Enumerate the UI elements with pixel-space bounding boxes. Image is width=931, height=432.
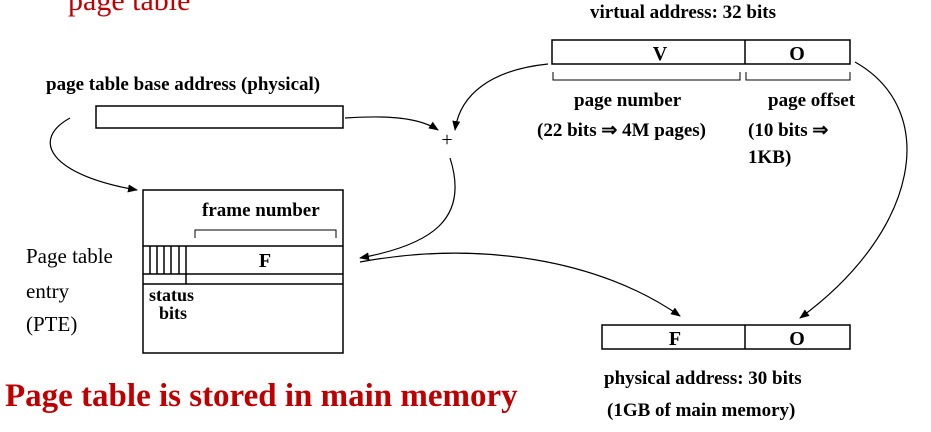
arrow-base-to-adder (344, 116, 439, 131)
adder-symbol: + (441, 129, 452, 151)
physical-field-f: F (669, 328, 681, 350)
page-table-box: F (142, 189, 344, 354)
page-number-bracket (552, 72, 741, 81)
arrow-page-number-to-adder (452, 63, 549, 131)
page-number-label: page number (574, 90, 682, 111)
page-offset-detail-1: (10 bits ⇒ (748, 120, 829, 141)
arrow-base-to-table (49, 117, 138, 193)
virtual-address-box: V O (551, 39, 851, 65)
physical-address-box: F O (601, 324, 851, 350)
virtual-field-o: O (789, 43, 805, 65)
arrow-offset-to-physical (799, 61, 908, 319)
footer-statement: Page table is stored in main memory (5, 378, 518, 414)
virtual-address-label: virtual address: 32 bits (590, 2, 776, 23)
physical-address-detail: (1GB of main memory) (607, 400, 796, 421)
arrow-adder-to-pte (359, 157, 456, 261)
pte-label-1: Page table (26, 244, 113, 268)
physical-field-o: O (789, 328, 805, 350)
base-address-label: page table base address (physical) (46, 74, 321, 95)
physical-address-label: physical address: 30 bits (604, 368, 802, 389)
status-label-1: status (149, 285, 195, 305)
base-address-box (95, 105, 344, 129)
title-fragment: page table (68, 0, 191, 17)
arrow-frame-to-physical (359, 252, 681, 317)
frame-number-label: frame number (202, 200, 320, 221)
page-offset-detail-2: 1KB) (748, 147, 792, 168)
page-offset-bracket (745, 72, 851, 81)
page-number-detail: (22 bits ⇒ 4M pages) (537, 120, 706, 141)
pte-label-3: (PTE) (26, 312, 78, 336)
status-bits-hatch (149, 246, 180, 274)
status-label-2: bits (159, 303, 188, 323)
virtual-field-v: V (653, 43, 668, 65)
pte-field-f: F (259, 250, 271, 272)
frame-number-bracket (194, 229, 337, 238)
pte-label-2: entry (26, 279, 70, 303)
page-offset-label: page offset (768, 90, 856, 111)
